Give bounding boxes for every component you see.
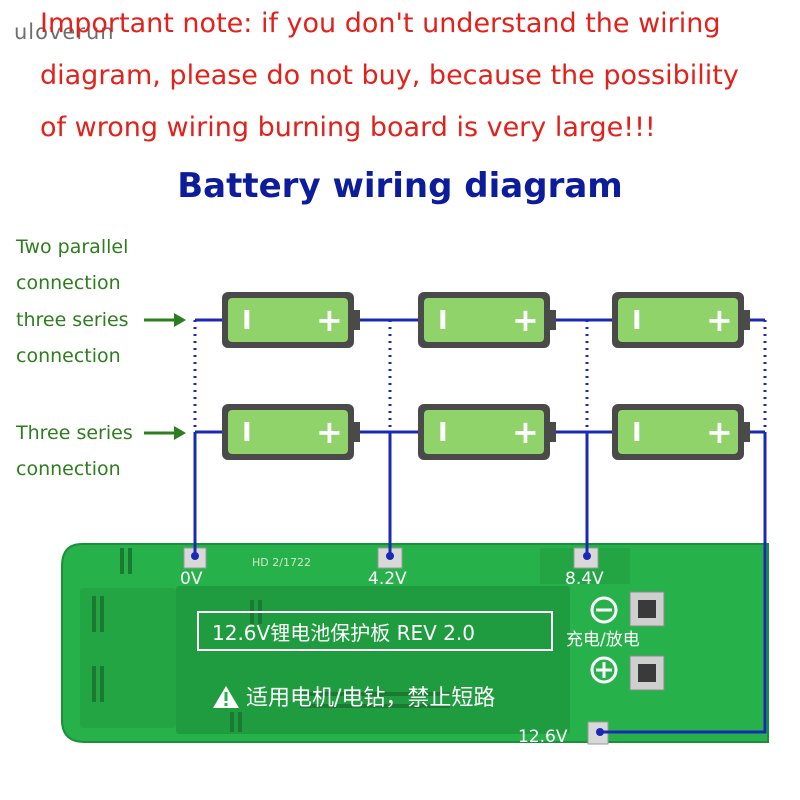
- parallel-label-3: three series: [16, 309, 129, 331]
- terminal-8v4: 8.4V: [565, 569, 604, 589]
- minus-circle-icon: [590, 596, 618, 624]
- battery-minus-label: I: [632, 418, 642, 448]
- battery-icon: I+: [418, 292, 556, 348]
- board-silk-text: HD 2/1722: [252, 556, 311, 569]
- parallel-links: [193, 320, 767, 432]
- note-line-2: diagram, please do not buy, because the …: [40, 60, 739, 91]
- plus-circle-icon: [590, 656, 618, 684]
- parallel-label-1: Two parallel: [16, 236, 129, 258]
- battery-icon: I+: [222, 404, 360, 460]
- board-wires: [193, 432, 767, 734]
- battery-plus-label: +: [316, 413, 343, 451]
- warning-triangle-icon: [213, 686, 239, 708]
- battery-plus-label: +: [706, 301, 733, 339]
- battery-icon: I+: [612, 292, 750, 348]
- series-label-2: connection: [16, 458, 121, 480]
- diagram-title: Battery wiring diagram: [177, 166, 623, 206]
- battery-array: I+I+I+I+I+I+: [222, 292, 750, 460]
- battery-plus-label: +: [316, 301, 343, 339]
- battery-minus-label: I: [438, 418, 448, 448]
- battery-icon: I+: [612, 404, 750, 460]
- arrow-icon: [144, 426, 186, 440]
- battery-plus-label: +: [512, 301, 539, 339]
- battery-icon: I+: [418, 404, 556, 460]
- note-line-3: of wrong wiring burning board is very la…: [40, 112, 656, 143]
- terminal-0v: 0V: [180, 569, 203, 589]
- series-label-1: Three series: [16, 422, 133, 444]
- arrow-icon: [144, 313, 186, 327]
- terminal-4v2: 4.2V: [368, 569, 407, 589]
- battery-minus-label: I: [242, 306, 252, 336]
- battery-plus-label: +: [512, 413, 539, 451]
- terminal-12v6: 12.6V: [518, 727, 568, 747]
- battery-plus-label: +: [706, 413, 733, 451]
- note-line-1: Important note: if you don't understand …: [40, 8, 721, 39]
- board-model-text: 12.6V锂电池保护板 REV 2.0: [212, 621, 475, 645]
- battery-minus-label: I: [242, 418, 252, 448]
- battery-icon: I+: [222, 292, 360, 348]
- charge-discharge-label: 充电/放电: [566, 630, 640, 650]
- board-warning-text: 适用电机/电钻，禁止短路: [246, 686, 495, 711]
- parallel-label-2: connection: [16, 272, 121, 294]
- protection-board: 12.6V锂电池保护板 REV 2.0 适用电机/电钻，禁止短路 充电/放电 H…: [61, 543, 769, 747]
- battery-minus-label: I: [438, 306, 448, 336]
- battery-minus-label: I: [632, 306, 642, 336]
- parallel-label-4: connection: [16, 345, 121, 367]
- watermark: uloverun: [14, 20, 115, 44]
